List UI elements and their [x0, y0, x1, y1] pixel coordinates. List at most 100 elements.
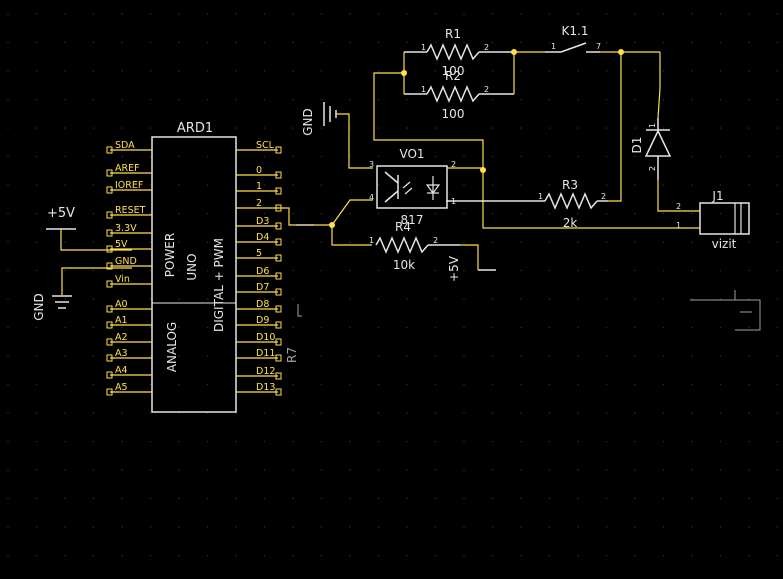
- grid-dot: [292, 554, 294, 557]
- arduino-pin-sda[interactable]: SDA: [106, 140, 152, 154]
- wire-r4-5v: [460, 244, 479, 270]
- grid-dot: [35, 155, 38, 158]
- grid-dot: [548, 526, 551, 528]
- grid-dot: [149, 41, 152, 44]
- arduino-pin-scl[interactable]: SCL: [236, 140, 282, 154]
- arduino-pin-a1[interactable]: A1: [106, 315, 152, 329]
- pin-terminal: [106, 388, 113, 396]
- grid-dot: [776, 13, 779, 15]
- arduino-pin-d4[interactable]: D4: [236, 232, 282, 246]
- arduino-pin-a0[interactable]: A0: [106, 299, 152, 313]
- grid-dot: [406, 440, 408, 443]
- arduino-pin-ioref[interactable]: IOREF: [106, 180, 152, 194]
- grid-dot: [548, 241, 551, 243]
- grid-dot: [149, 383, 152, 386]
- grid-dot: [662, 497, 665, 500]
- grid-dot: [320, 13, 323, 15]
- arduino-pin-d8[interactable]: D8: [236, 299, 282, 313]
- pin-terminal: [275, 321, 282, 329]
- grid-dot: [292, 13, 294, 15]
- arduino-pin-5[interactable]: 5: [236, 248, 282, 262]
- grid-dot: [719, 41, 722, 44]
- resistor-r1[interactable]: R1 100 1 2: [404, 27, 514, 78]
- arduino-pin-reset[interactable]: RESET: [106, 205, 152, 219]
- grid-dot: [662, 298, 665, 300]
- r1-pin1: 1: [421, 43, 426, 52]
- grid-dot: [377, 184, 380, 186]
- grid-dot: [463, 98, 465, 101]
- grid-dot: [92, 326, 95, 329]
- grid-dot: [35, 70, 38, 72]
- arduino-pin-gnd[interactable]: GND: [106, 256, 152, 270]
- resistor-r2[interactable]: R2 100 1 2: [404, 69, 514, 121]
- arduino-pin-d12[interactable]: D12: [236, 366, 282, 380]
- optocoupler-vo1[interactable]: VO1 817 3 4 2 1: [369, 147, 456, 227]
- partial-components: R7: [285, 290, 761, 363]
- arduino-pin-1[interactable]: 1: [236, 181, 282, 195]
- grid-dot: [463, 440, 465, 443]
- arduino-pin-d11[interactable]: D11: [236, 348, 282, 362]
- resistor-r4[interactable]: R4 10k 1 2: [369, 220, 460, 272]
- grid-dot: [719, 13, 722, 15]
- grid-dot: [434, 13, 437, 15]
- junction-dot: [480, 167, 486, 173]
- grid-dot: [235, 13, 237, 15]
- grid-dot: [377, 269, 380, 272]
- k1-pin2: 7: [596, 42, 601, 51]
- arduino-pin-a2[interactable]: A2: [106, 332, 152, 346]
- grid-dot: [178, 13, 180, 15]
- grid-dot: [263, 155, 266, 158]
- grid-dot: [719, 298, 722, 300]
- grid-dot: [349, 269, 351, 272]
- grid-dot: [634, 70, 636, 72]
- arduino-pin-label: RESET: [115, 205, 146, 216]
- grid-dot: [92, 298, 95, 300]
- connector-j1[interactable]: J1 vizit 2 1: [676, 189, 750, 251]
- arduino-uno-symbol[interactable]: ARD1 POWER UNO ANALOG DIGITAL + PWM SDAA…: [106, 121, 282, 413]
- arduino-pin-d6[interactable]: D6: [236, 266, 282, 280]
- arduino-pin-d3[interactable]: D3: [236, 216, 282, 230]
- grid-dot: [349, 497, 351, 500]
- grid-dot: [491, 526, 494, 528]
- grid-dot: [634, 383, 636, 386]
- grid-dot: [263, 355, 266, 357]
- grid-dot: [577, 212, 579, 215]
- grid-dot: [121, 184, 123, 186]
- arduino-pin-0[interactable]: 0: [236, 165, 282, 179]
- arduino-pin-d10[interactable]: D10: [236, 332, 282, 346]
- arduino-pin-aref[interactable]: AREF: [106, 163, 152, 177]
- grid-dot: [7, 184, 9, 186]
- grid-dot: [349, 469, 351, 471]
- grid-dot: [178, 469, 180, 471]
- grid-dot: [7, 13, 9, 15]
- arduino-body: [151, 136, 237, 413]
- arduino-pin-a5[interactable]: A5: [106, 382, 152, 396]
- arduino-pin-d13[interactable]: D13: [236, 382, 282, 396]
- arduino-pin-5v[interactable]: 5V: [106, 239, 152, 253]
- grid-dot: [263, 184, 266, 186]
- grid-dot: [491, 440, 494, 443]
- grid-dot: [691, 412, 693, 414]
- arduino-pin-a4[interactable]: A4: [106, 365, 152, 379]
- grid-dot: [64, 127, 66, 129]
- grid-dot: [349, 412, 351, 414]
- pin-terminal: [275, 222, 282, 230]
- grid-dot: [178, 326, 180, 329]
- pin-terminal: [106, 305, 113, 313]
- grid-dot: [691, 469, 693, 471]
- grid-dot: [35, 326, 38, 329]
- diode-d1[interactable]: D1 1 2: [630, 118, 672, 180]
- arduino-pin-d9[interactable]: D9: [236, 315, 282, 329]
- grid-dot: [178, 554, 180, 557]
- arduino-pin-d7[interactable]: D7: [236, 282, 282, 296]
- grid-dot: [719, 440, 722, 443]
- arduino-pin-a3[interactable]: A3: [106, 348, 152, 362]
- arduino-pin-vin[interactable]: Vin: [106, 274, 152, 288]
- grid-dot: [634, 184, 636, 186]
- grid-dot: [634, 469, 636, 471]
- grid-dot: [64, 355, 66, 357]
- resistor-r3[interactable]: R3 2k 1 2: [446, 178, 608, 230]
- grid-dot: [263, 41, 266, 44]
- relay-contact-k1[interactable]: K1.1 1 7: [545, 24, 601, 53]
- arduino-pin-3.3v[interactable]: 3.3V: [106, 223, 152, 237]
